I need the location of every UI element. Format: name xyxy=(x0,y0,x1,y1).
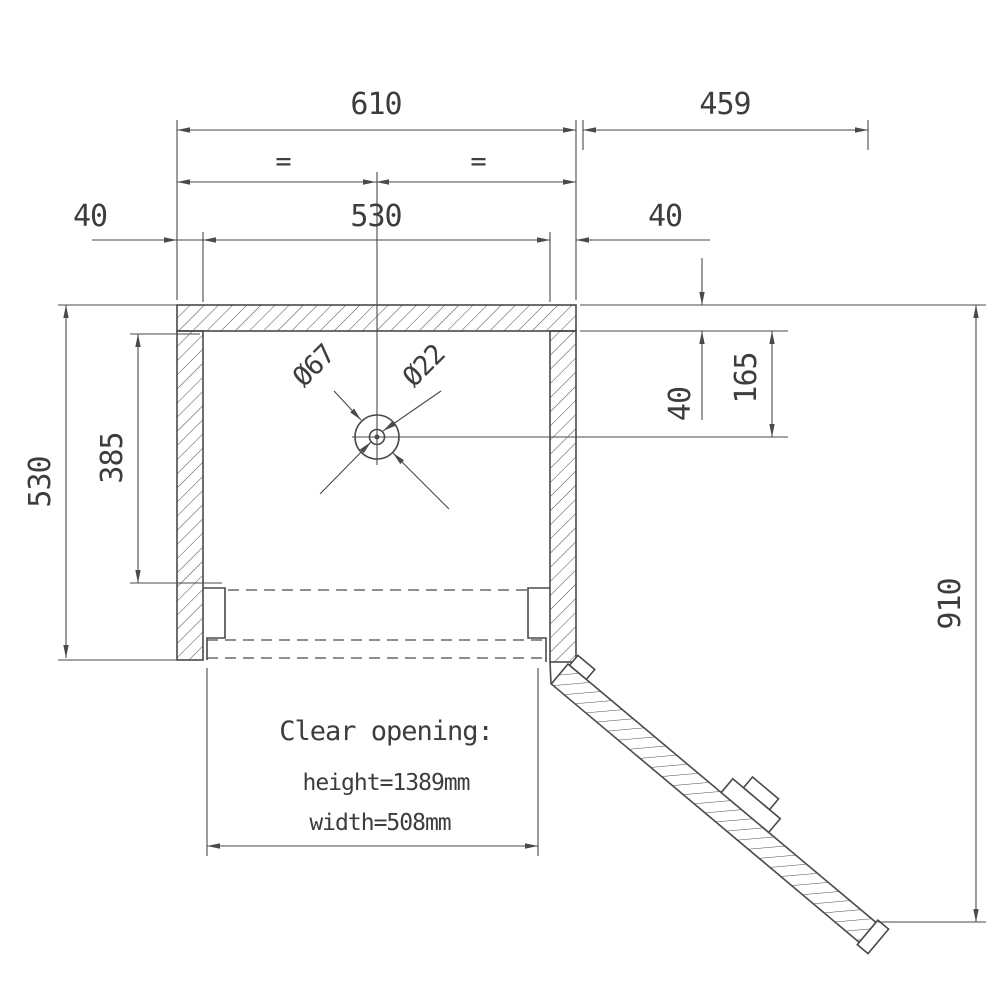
clear-opening-height: height=1389mm xyxy=(302,770,469,796)
label-40-left: 40 xyxy=(73,199,107,234)
extension-lines xyxy=(58,120,986,923)
clear-opening-width: width=508mm xyxy=(309,810,450,836)
hinge-join-line xyxy=(549,661,552,685)
label-530: 530 xyxy=(350,199,401,234)
clear-opening-note: Clear opening: height=1389mm width=508mm xyxy=(279,716,494,836)
left-door-stop xyxy=(203,587,226,660)
door-open xyxy=(550,654,890,955)
door-hinge-detail xyxy=(568,654,596,681)
leader-22-upper xyxy=(382,390,442,432)
label-40-vert: 40 xyxy=(663,387,698,421)
drain-hole xyxy=(352,172,788,465)
right-door-stop xyxy=(527,587,550,662)
right-wall xyxy=(549,330,577,663)
label-165: 165 xyxy=(729,352,764,403)
label-equal-left: = xyxy=(275,146,291,177)
door-handle-knob xyxy=(742,775,780,811)
label-459: 459 xyxy=(699,87,750,122)
label-dia-22: Ø22 xyxy=(397,339,451,393)
clear-opening-title: Clear opening: xyxy=(279,716,493,747)
leader-67-upper xyxy=(333,390,362,421)
label-910: 910 xyxy=(933,578,968,629)
label-equal-right: = xyxy=(470,146,486,177)
left-wall xyxy=(176,330,204,661)
label-385: 385 xyxy=(95,432,130,483)
door-panel xyxy=(550,662,878,944)
label-610: 610 xyxy=(350,87,401,122)
label-40-right: 40 xyxy=(648,199,682,234)
door-end-cap xyxy=(856,918,890,955)
label-530-vert: 530 xyxy=(23,456,58,507)
dimension-lines xyxy=(63,127,979,922)
leader-67-lower xyxy=(392,452,450,510)
dimension-labels: 610 459 = = 530 40 40 Ø67 Ø22 385 530 16… xyxy=(23,87,968,630)
door-closed-dashed xyxy=(207,589,546,659)
label-dia-67: Ø67 xyxy=(287,339,341,393)
leader-22-lower xyxy=(319,441,372,495)
